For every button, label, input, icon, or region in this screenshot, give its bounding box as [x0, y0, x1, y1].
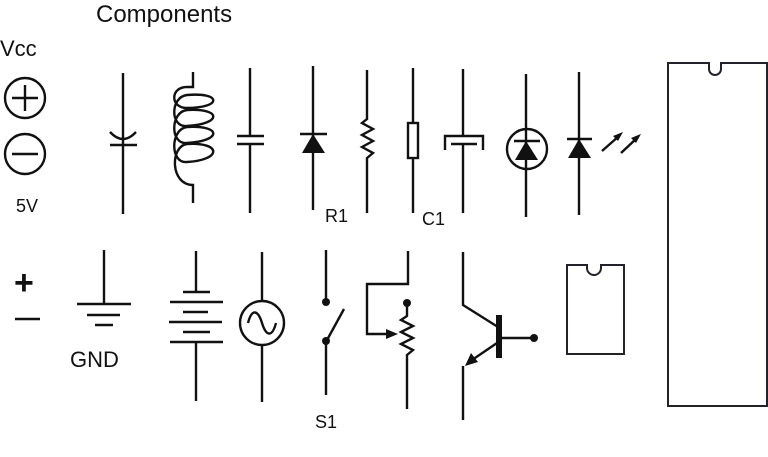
ground-icon: [77, 250, 131, 327]
c1-label: C1: [422, 209, 445, 229]
negative-terminal-icon: [3, 132, 47, 176]
varactor-diode-icon: [109, 73, 137, 214]
vcc-label: Vcc: [0, 36, 37, 61]
transistor-icon: [461, 252, 538, 420]
gnd-label: GND: [70, 347, 119, 372]
switch-icon: [322, 250, 346, 395]
resistor-icon: [359, 70, 376, 213]
potentiometer-icon: [365, 251, 416, 409]
r1-label: R1: [325, 206, 348, 226]
diode-icon: [300, 66, 327, 210]
battery-icon: [169, 251, 223, 401]
capacitor-icon: [237, 68, 264, 213]
diagram-title: Components: [96, 1, 232, 28]
positive-terminal-icon: [3, 76, 47, 120]
diode-circle-icon: [505, 74, 549, 217]
s1-label: S1: [315, 412, 337, 432]
led-icon: [567, 72, 641, 215]
voltage-label: 5V: [16, 196, 38, 216]
inductor-icon: [173, 72, 215, 203]
ac-source-icon: [238, 252, 286, 402]
resistor-box-icon: [406, 68, 420, 213]
plus-sign: +: [14, 264, 34, 302]
ic-package-large-icon: [667, 62, 768, 407]
polarized-capacitor-icon: [443, 69, 485, 213]
ic-package-small-icon: [566, 264, 625, 355]
